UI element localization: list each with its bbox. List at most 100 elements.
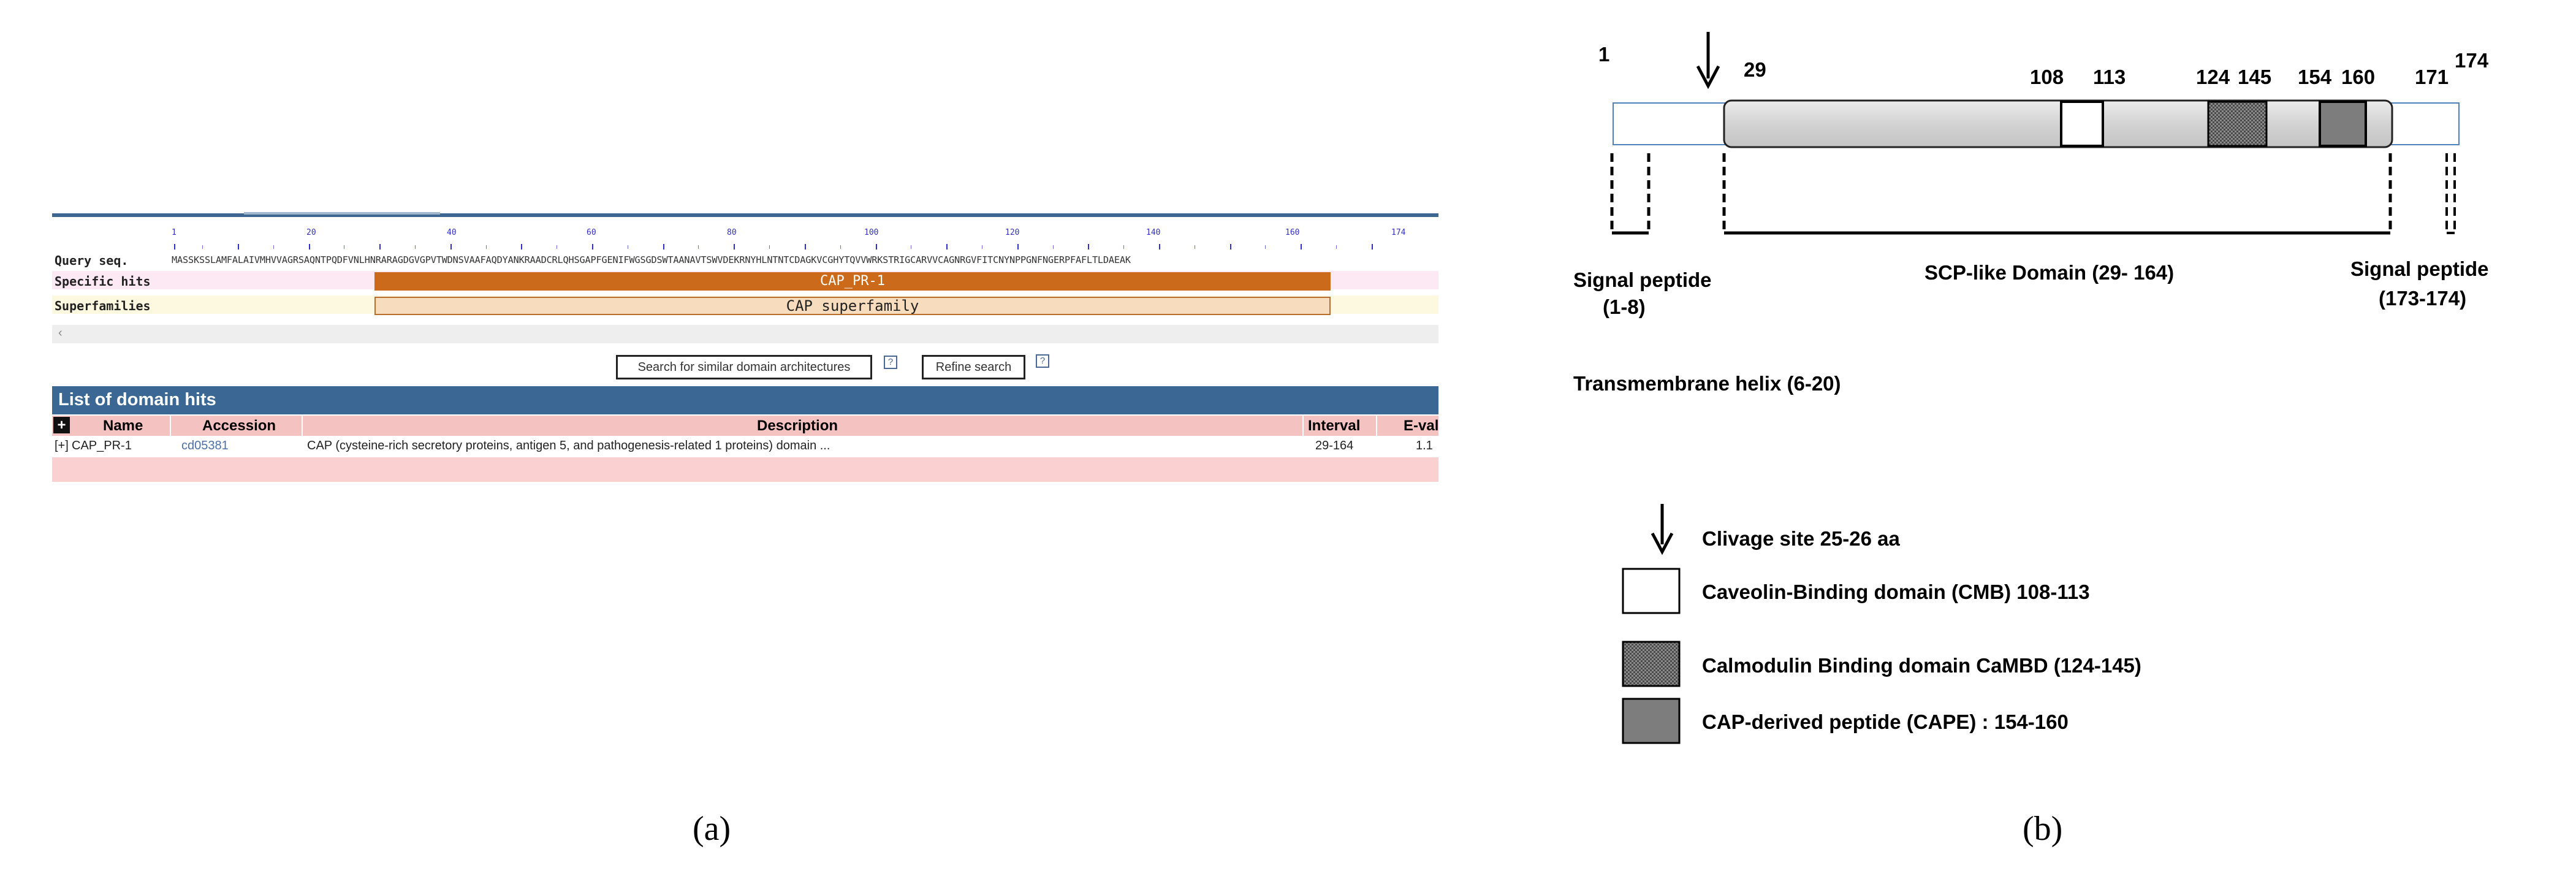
ruler-minor-tick <box>1052 245 1054 249</box>
horizontal-scrollbar[interactable]: ‹ <box>52 325 1438 343</box>
ruler-number: 174 <box>1391 228 1406 237</box>
query-sequence-row: Query seq. MASSKSSLAMFALAIVMHVVAGRSAQNTP… <box>52 250 1438 269</box>
legend-cmb-swatch <box>1622 568 1681 614</box>
position-160: 160 <box>2341 66 2375 88</box>
domain-hits-column-headers: + Name Accession Description Interval E-… <box>52 416 1438 436</box>
scroll-left-arrow-icon[interactable]: ‹ <box>58 326 63 340</box>
signal-peptide-right-label: Signal peptide <box>2350 257 2489 280</box>
help-icon[interactable]: ? <box>884 356 897 369</box>
superfamilies-label: Superfamilies <box>55 299 151 313</box>
position-124: 124 <box>2196 66 2230 88</box>
ruler-minor-tick <box>840 245 841 249</box>
column-header-accession[interactable]: Accession <box>202 417 276 434</box>
specific-hit-bar[interactable]: CAP_PR-1 <box>374 272 1331 291</box>
ruler-number: 140 <box>1146 228 1161 237</box>
legend-cleavage-label: Clivage site 25-26 aa <box>1702 527 1901 550</box>
ruler-major-tick <box>238 244 240 249</box>
scp-domain-bar[interactable] <box>1723 99 2393 148</box>
ruler-major-tick <box>804 244 806 249</box>
panel-a-caption: (a) <box>693 810 731 848</box>
ruler-minor-tick <box>202 245 203 249</box>
cape-region[interactable] <box>2319 101 2367 147</box>
column-header-interval[interactable]: Interval <box>1308 417 1361 434</box>
signal-peptide-left-bracket <box>1610 153 1651 235</box>
ruler-major-tick <box>1301 244 1302 249</box>
search-similar-architectures-button[interactable]: Search for similar domain architectures <box>616 355 872 379</box>
table-row[interactable]: [+] CAP_PR-1 cd05381 CAP (cysteine-rich … <box>52 437 1438 456</box>
signal-peptide-left-label: Signal peptide <box>1573 269 1712 291</box>
position-145: 145 <box>2238 66 2271 88</box>
ruler-major-tick <box>875 244 877 249</box>
row-expand-toggle[interactable]: [+] <box>55 439 69 452</box>
legend-cape-swatch <box>1622 698 1681 744</box>
ruler-major-tick <box>174 244 175 249</box>
signal-peptide-left-range: (1-8) <box>1603 295 1646 318</box>
ruler-number: 1 <box>172 228 177 237</box>
ruler-major-tick <box>1088 244 1090 249</box>
panel-b-protein-domain-diagram: 1 29 108 113 124 145 154 160 171 174 Sig… <box>1573 32 2489 744</box>
ruler-major-tick <box>1017 244 1019 249</box>
query-seq-label: Query seq. <box>55 253 129 268</box>
ruler-minor-tick <box>1265 245 1266 249</box>
ruler-number: 100 <box>864 228 879 237</box>
ruler-minor-tick <box>485 245 487 249</box>
legend-cambd-swatch <box>1622 641 1681 687</box>
ruler-minor-tick <box>769 245 770 249</box>
ruler-number: 40 <box>447 228 457 237</box>
legend: Clivage site 25-26 aa Caveolin-Binding d… <box>1622 504 2141 744</box>
ruler-minor-tick <box>1123 245 1125 249</box>
cambd-region[interactable] <box>2207 101 2268 147</box>
ruler-major-tick <box>379 244 381 249</box>
results-tab-highlight <box>244 212 440 215</box>
query-sequence: MASSKSSLAMFALAIVMHVVAGRSAQNTPQDFVNLHNRAR… <box>172 254 1131 265</box>
ruler-major-tick <box>308 244 310 249</box>
row-interval: 29-164 <box>1315 439 1354 452</box>
table-empty-row <box>52 457 1438 482</box>
ruler-major-tick <box>592 244 594 249</box>
domain-hits-header: List of domain hits <box>52 386 1438 414</box>
ruler-number: 20 <box>306 228 316 237</box>
results-top-border <box>52 213 1438 217</box>
position-154: 154 <box>2298 66 2332 88</box>
legend-cleavage-arrow-icon <box>1651 504 1674 555</box>
position-108: 108 <box>2030 66 2064 88</box>
expand-all-icon[interactable]: + <box>53 417 70 433</box>
position-171: 171 <box>2415 66 2449 88</box>
ruler-major-tick <box>450 244 452 249</box>
column-header-evalue[interactable]: E-val <box>1404 417 1439 434</box>
superfamily-bar[interactable]: CAP superfamily <box>374 297 1331 315</box>
ruler-major-tick <box>1371 244 1373 249</box>
position-1: 1 <box>1598 43 1609 66</box>
column-divider <box>1302 416 1304 436</box>
ruler-minor-tick <box>415 245 416 249</box>
position-29: 29 <box>1744 58 1766 81</box>
ruler-number: 160 <box>1285 228 1300 237</box>
ruler-major-tick <box>521 244 523 249</box>
panel-b-caption: (b) <box>2023 810 2063 848</box>
legend-cambd-label: Calmodulin Binding domain CaMBD (124-145… <box>1702 654 2141 677</box>
column-divider <box>1376 416 1377 436</box>
position-113: 113 <box>2093 66 2126 88</box>
help-icon[interactable]: ? <box>1036 354 1049 368</box>
sequence-ruler: 1 20 40 60 80 100 120 140 160 174 <box>172 228 1410 259</box>
column-header-description[interactable]: Description <box>757 417 838 434</box>
legend-cmb-label: Caveolin-Binding domain (CMB) 108-113 <box>1702 581 2090 603</box>
scp-domain-label: SCP-like Domain (29- 164) <box>1924 261 2174 284</box>
cleavage-arrow-icon <box>1696 32 1720 90</box>
column-header-name[interactable]: Name <box>103 417 143 434</box>
row-name: CAP_PR-1 <box>72 439 132 452</box>
cmb-region[interactable] <box>2060 101 2104 147</box>
ruler-major-tick <box>734 244 735 249</box>
ruler-minor-tick <box>698 245 699 249</box>
row-evalue: 1.1 <box>1416 439 1433 452</box>
legend-cape-label: CAP-derived peptide (CAPE) : 154-160 <box>1702 710 2069 733</box>
signal-peptide-right-range: (173-174) <box>2379 287 2466 310</box>
scp-domain-bracket <box>1722 153 2392 235</box>
domain-hits-title: List of domain hits <box>58 390 216 409</box>
row-accession-link[interactable]: cd05381 <box>181 439 229 452</box>
ruler-number: 120 <box>1005 228 1020 237</box>
ruler-number: 80 <box>727 228 737 237</box>
refine-search-button[interactable]: Refine search <box>922 355 1025 379</box>
ruler-number: 60 <box>587 228 596 237</box>
signal-peptide-right-bracket <box>2445 153 2456 234</box>
